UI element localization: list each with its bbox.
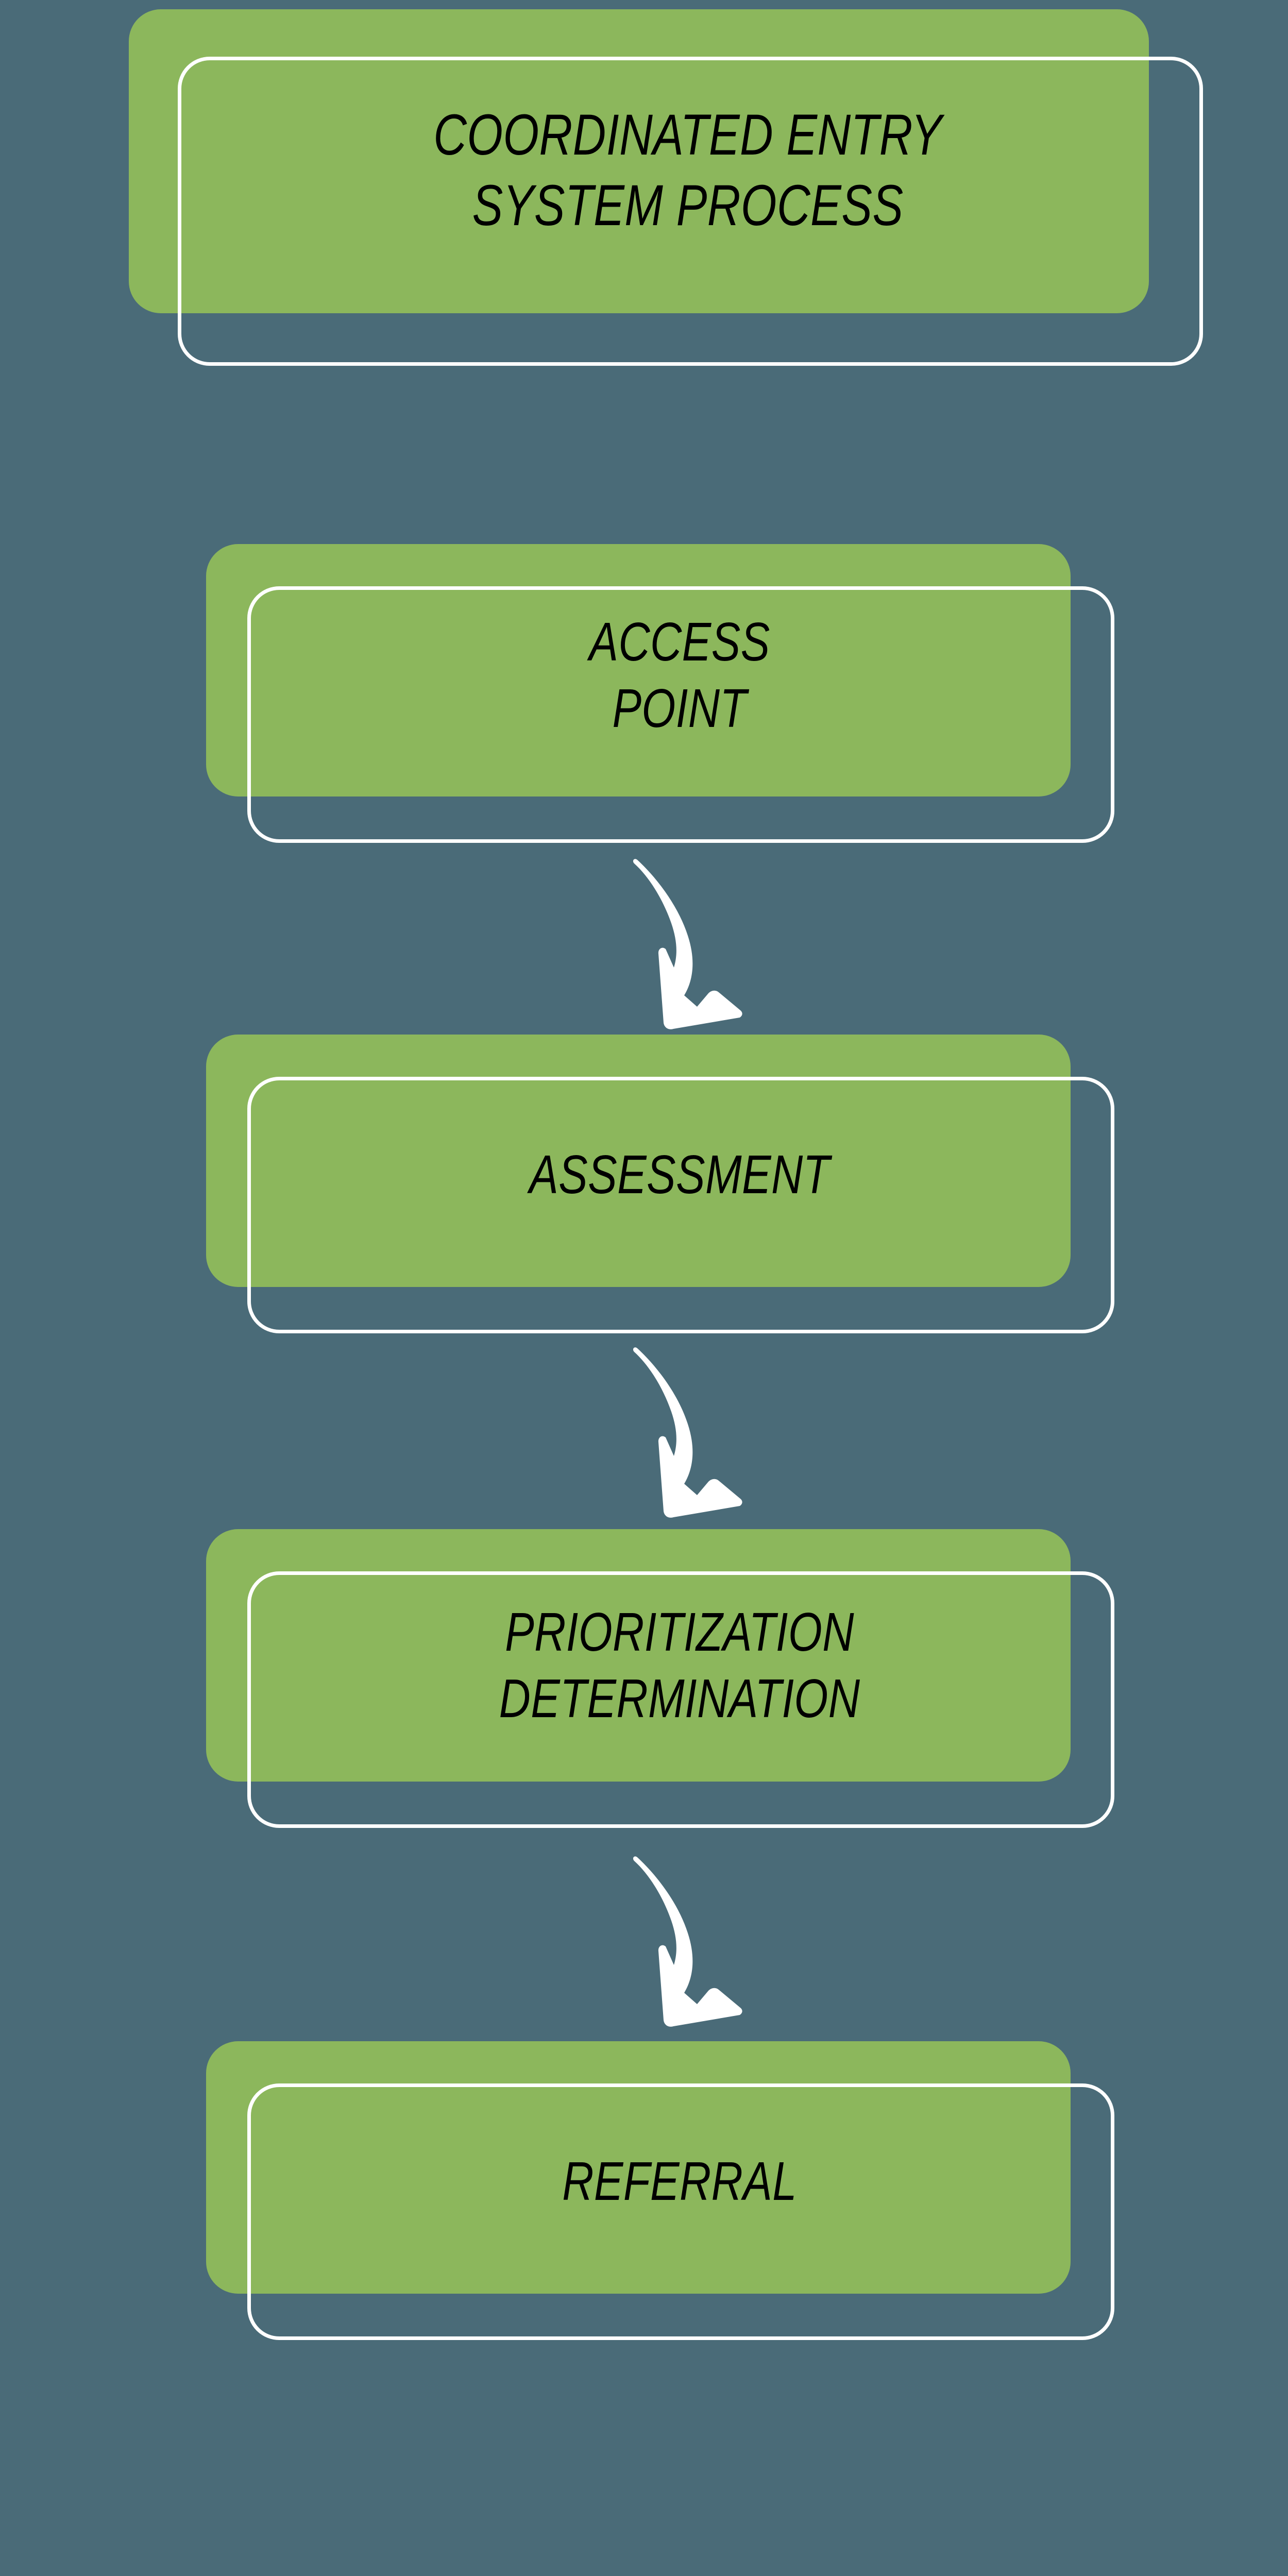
- curved-down-arrow-icon: [611, 1346, 781, 1521]
- prioritization-line-2: DETERMINATION: [499, 1668, 860, 1729]
- assessment-line-1: ASSESSMENT: [529, 1144, 830, 1206]
- node-title-label: COORDINATED ENTRY SYSTEM PROCESS: [280, 19, 1096, 323]
- node-fill-plate: [206, 2041, 1071, 2294]
- node-assessment-label: ASSESSMENT: [334, 1049, 1025, 1301]
- node-outline-frame: [247, 586, 1114, 843]
- curved-down-arrow-icon: [611, 1855, 781, 2030]
- title-line-1: COORDINATED ENTRY: [433, 103, 942, 167]
- node-outline-frame: [247, 2083, 1114, 2340]
- node-fill-plate: [206, 1035, 1071, 1287]
- access-point-line-1: ACCESS: [589, 611, 770, 672]
- node-outline-frame: [247, 1077, 1114, 1333]
- node-fill-plate: [206, 1529, 1071, 1782]
- curved-down-arrow-icon: [611, 857, 781, 1032]
- node-outline-frame: [247, 1571, 1114, 1828]
- node-prioritization-determination-label: PRIORITIZATION DETERMINATION: [334, 1539, 1025, 1792]
- node-referral-label: REFERRAL: [334, 2056, 1025, 2308]
- referral-line-1: REFERRAL: [562, 2151, 797, 2212]
- access-point-line-2: POINT: [612, 678, 747, 739]
- node-outline-frame: [178, 57, 1203, 366]
- prioritization-line-1: PRIORITIZATION: [505, 1601, 854, 1663]
- node-access-point-label: ACCESS POINT: [334, 549, 1025, 802]
- node-fill-plate: [206, 544, 1071, 796]
- title-line-2: SYSTEM PROCESS: [472, 173, 904, 238]
